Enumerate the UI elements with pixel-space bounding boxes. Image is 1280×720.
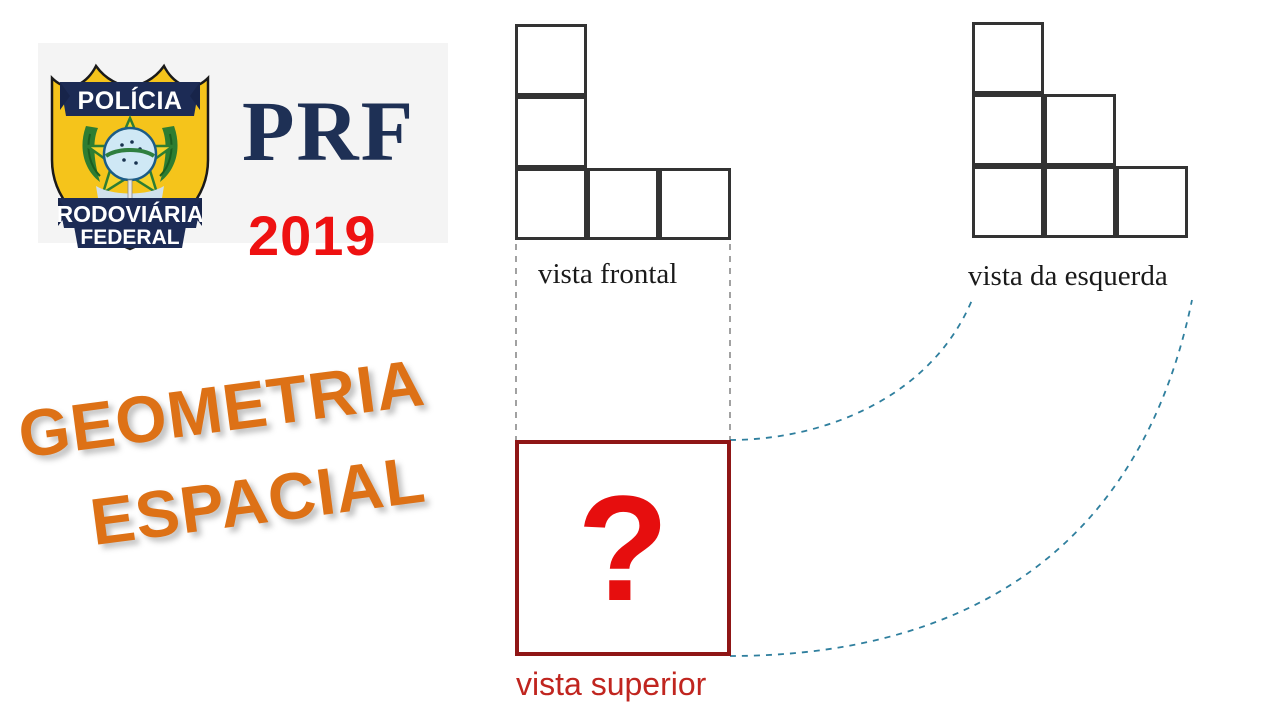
question-mark-glyph: ? xyxy=(577,464,669,632)
geometria-espacial-wordmark: GEOMETRIA ESPACIAL xyxy=(8,338,503,617)
view-superior-box[interactable] xyxy=(515,440,731,656)
curve-lower xyxy=(729,299,1193,657)
svg-text:RODOVIÁRIA: RODOVIÁRIA xyxy=(57,200,204,227)
view-cell xyxy=(1044,94,1116,166)
curve-upper xyxy=(729,299,973,441)
svg-text:POLÍCIA: POLÍCIA xyxy=(78,86,183,115)
view-esquerda-label: vista da esquerda xyxy=(968,260,1168,292)
prf-year: 2019 xyxy=(248,204,377,267)
prf-badge-icon: POLÍCIA RODOVIÁRIA F xyxy=(44,30,216,255)
prf-acronym: PRF xyxy=(242,83,416,179)
view-cell xyxy=(972,166,1044,238)
view-cell xyxy=(659,168,731,240)
view-cell xyxy=(515,24,587,96)
wordmark-line-2: ESPACIAL xyxy=(86,441,430,560)
view-esquerda-grid xyxy=(972,22,1188,238)
view-cell xyxy=(972,22,1044,94)
view-cell xyxy=(587,168,659,240)
view-cell xyxy=(972,94,1044,166)
view-cell xyxy=(515,168,587,240)
view-frontal-grid xyxy=(515,24,731,240)
view-cell xyxy=(515,96,587,168)
svg-text:FEDERAL: FEDERAL xyxy=(80,226,179,249)
view-frontal-label: vista frontal xyxy=(538,258,678,290)
view-cell xyxy=(1044,166,1116,238)
view-superior-label: vista superior xyxy=(516,666,707,702)
view-cell xyxy=(1116,166,1188,238)
